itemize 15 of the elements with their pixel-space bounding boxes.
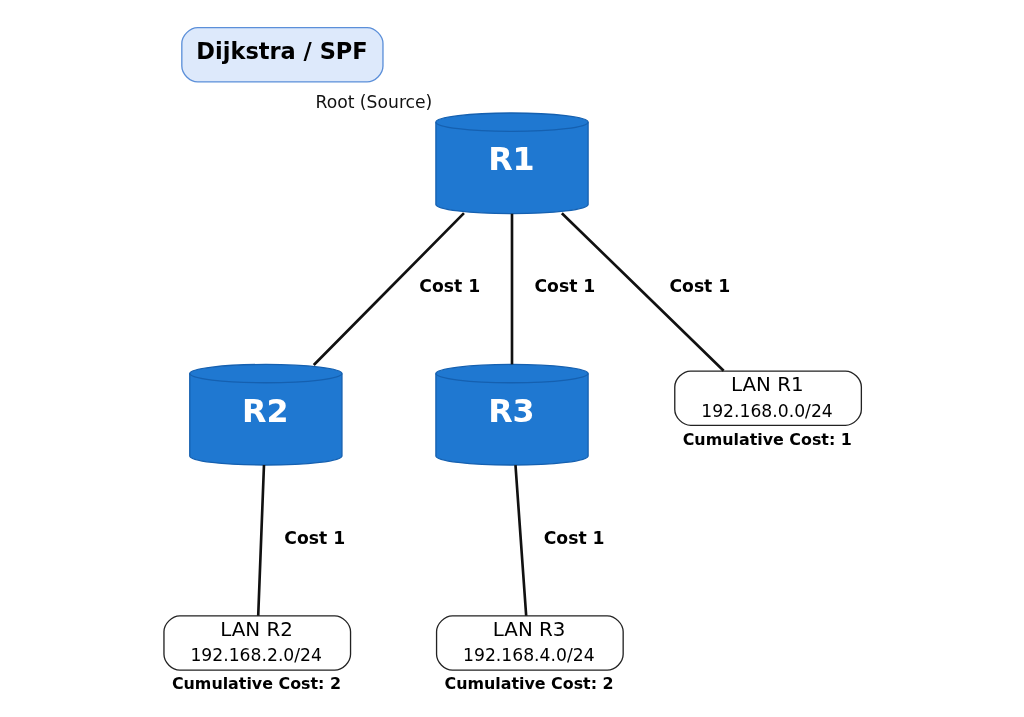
connector [560, 212, 725, 372]
connector [514, 464, 528, 616]
node-label: Root (Source) [315, 92, 433, 113]
edge-label: Cost 1 [534, 276, 596, 297]
node-label: Cumulative Cost: 2 [171, 674, 342, 694]
edge-label: Cost 1 [419, 276, 481, 297]
node-label: Cumulative Cost: 2 [444, 674, 614, 694]
connector [510, 213, 514, 365]
edge-label: Cost 1 [543, 527, 605, 548]
diagram-title: Dijkstra / SPF [196, 37, 368, 64]
connector [312, 212, 465, 366]
node-label: Cumulative Cost: 1 [682, 429, 852, 449]
connector [256, 465, 266, 616]
edge-label: Cost 1 [284, 527, 346, 548]
edge-label: Cost 1 [669, 276, 731, 297]
